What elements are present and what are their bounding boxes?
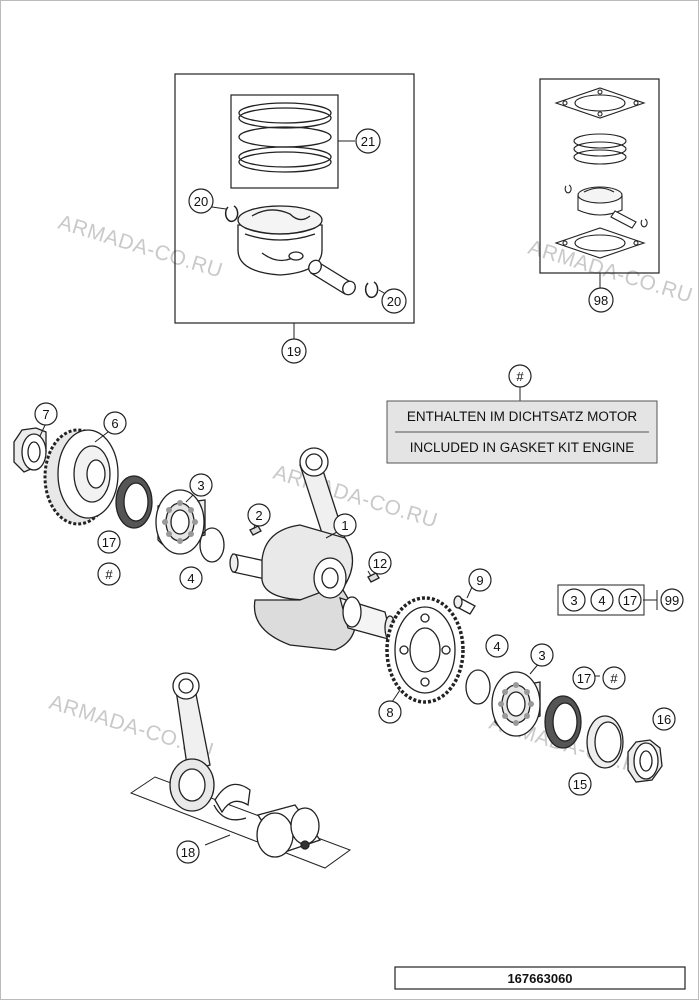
callout-3: 3 <box>197 478 204 493</box>
callout-hash-right: # <box>610 671 618 686</box>
gasket-set-group <box>539 78 660 290</box>
nut-16-part <box>627 739 663 783</box>
bearing-3b-part <box>491 671 541 737</box>
callout-17b: 17 <box>577 671 591 686</box>
legend-line-english: INCLUDED IN GASKET KIT ENGINE <box>410 440 635 455</box>
callout-4b: 4 <box>493 639 500 654</box>
part-number-box: 167663060 <box>394 966 686 990</box>
callout-16: 16 <box>657 712 671 727</box>
right-side-parts <box>385 595 663 783</box>
callout-hash-legend: # <box>516 369 524 384</box>
callout-15: 15 <box>573 777 587 792</box>
callout-group-3: 3 <box>570 593 577 608</box>
part-number: 167663060 <box>507 971 572 986</box>
shim-4-part <box>199 527 225 563</box>
shim-4b-part <box>465 669 491 705</box>
piston-rings-part <box>238 102 332 173</box>
gasket-legend: ENTHALTEN IM DICHTSATZ MOTOR INCLUDED IN… <box>386 387 658 464</box>
washer-15-part <box>586 715 624 769</box>
conrod-kit-group <box>129 672 352 869</box>
piston-kit-group <box>174 73 415 339</box>
callout-98: 98 <box>594 293 608 308</box>
circlip-part <box>224 205 239 223</box>
callout-20b: 20 <box>387 294 401 309</box>
bearing-3-part <box>155 489 206 555</box>
callout-12: 12 <box>373 556 387 571</box>
gear-8-part <box>385 596 465 704</box>
kit-group-frame <box>557 584 645 616</box>
callout-group-17: 17 <box>623 593 637 608</box>
nut-7-part <box>13 427 47 473</box>
callout-7: 7 <box>42 407 49 422</box>
callout-17: 17 <box>102 535 116 550</box>
callout-group-4: 4 <box>598 593 605 608</box>
callout-19: 19 <box>287 344 301 359</box>
piston-part <box>237 205 323 276</box>
woodruff-key-2-part <box>249 525 262 536</box>
callout-1: 1 <box>341 518 348 533</box>
crankshaft-part <box>229 447 396 651</box>
dowel-pin-9-part <box>453 595 476 615</box>
legend-line-german: ENTHALTEN IM DICHTSATZ MOTOR <box>407 409 638 424</box>
callout-20: 20 <box>194 194 208 209</box>
callout-6: 6 <box>111 416 118 431</box>
callout-9: 9 <box>476 573 483 588</box>
seal-17-part <box>115 475 153 529</box>
callout-18: 18 <box>181 845 195 860</box>
callout-labels: 21 20 20 19 98 # 7 6 3 2 1 17 # 4 12 9 3… <box>42 134 679 860</box>
callout-2: 2 <box>255 508 262 523</box>
gear-6-part <box>43 428 119 526</box>
callout-3b: 3 <box>538 648 545 663</box>
piston-pin-part <box>308 259 356 296</box>
callout-8: 8 <box>386 705 393 720</box>
callout-21: 21 <box>361 134 375 149</box>
callout-4: 4 <box>187 571 194 586</box>
callout-hash-left: # <box>105 567 113 582</box>
callouts <box>34 128 684 864</box>
circlip-part <box>364 281 379 299</box>
callout-99: 99 <box>665 593 679 608</box>
seal-17b-part <box>544 695 582 749</box>
left-side-parts <box>13 427 262 563</box>
